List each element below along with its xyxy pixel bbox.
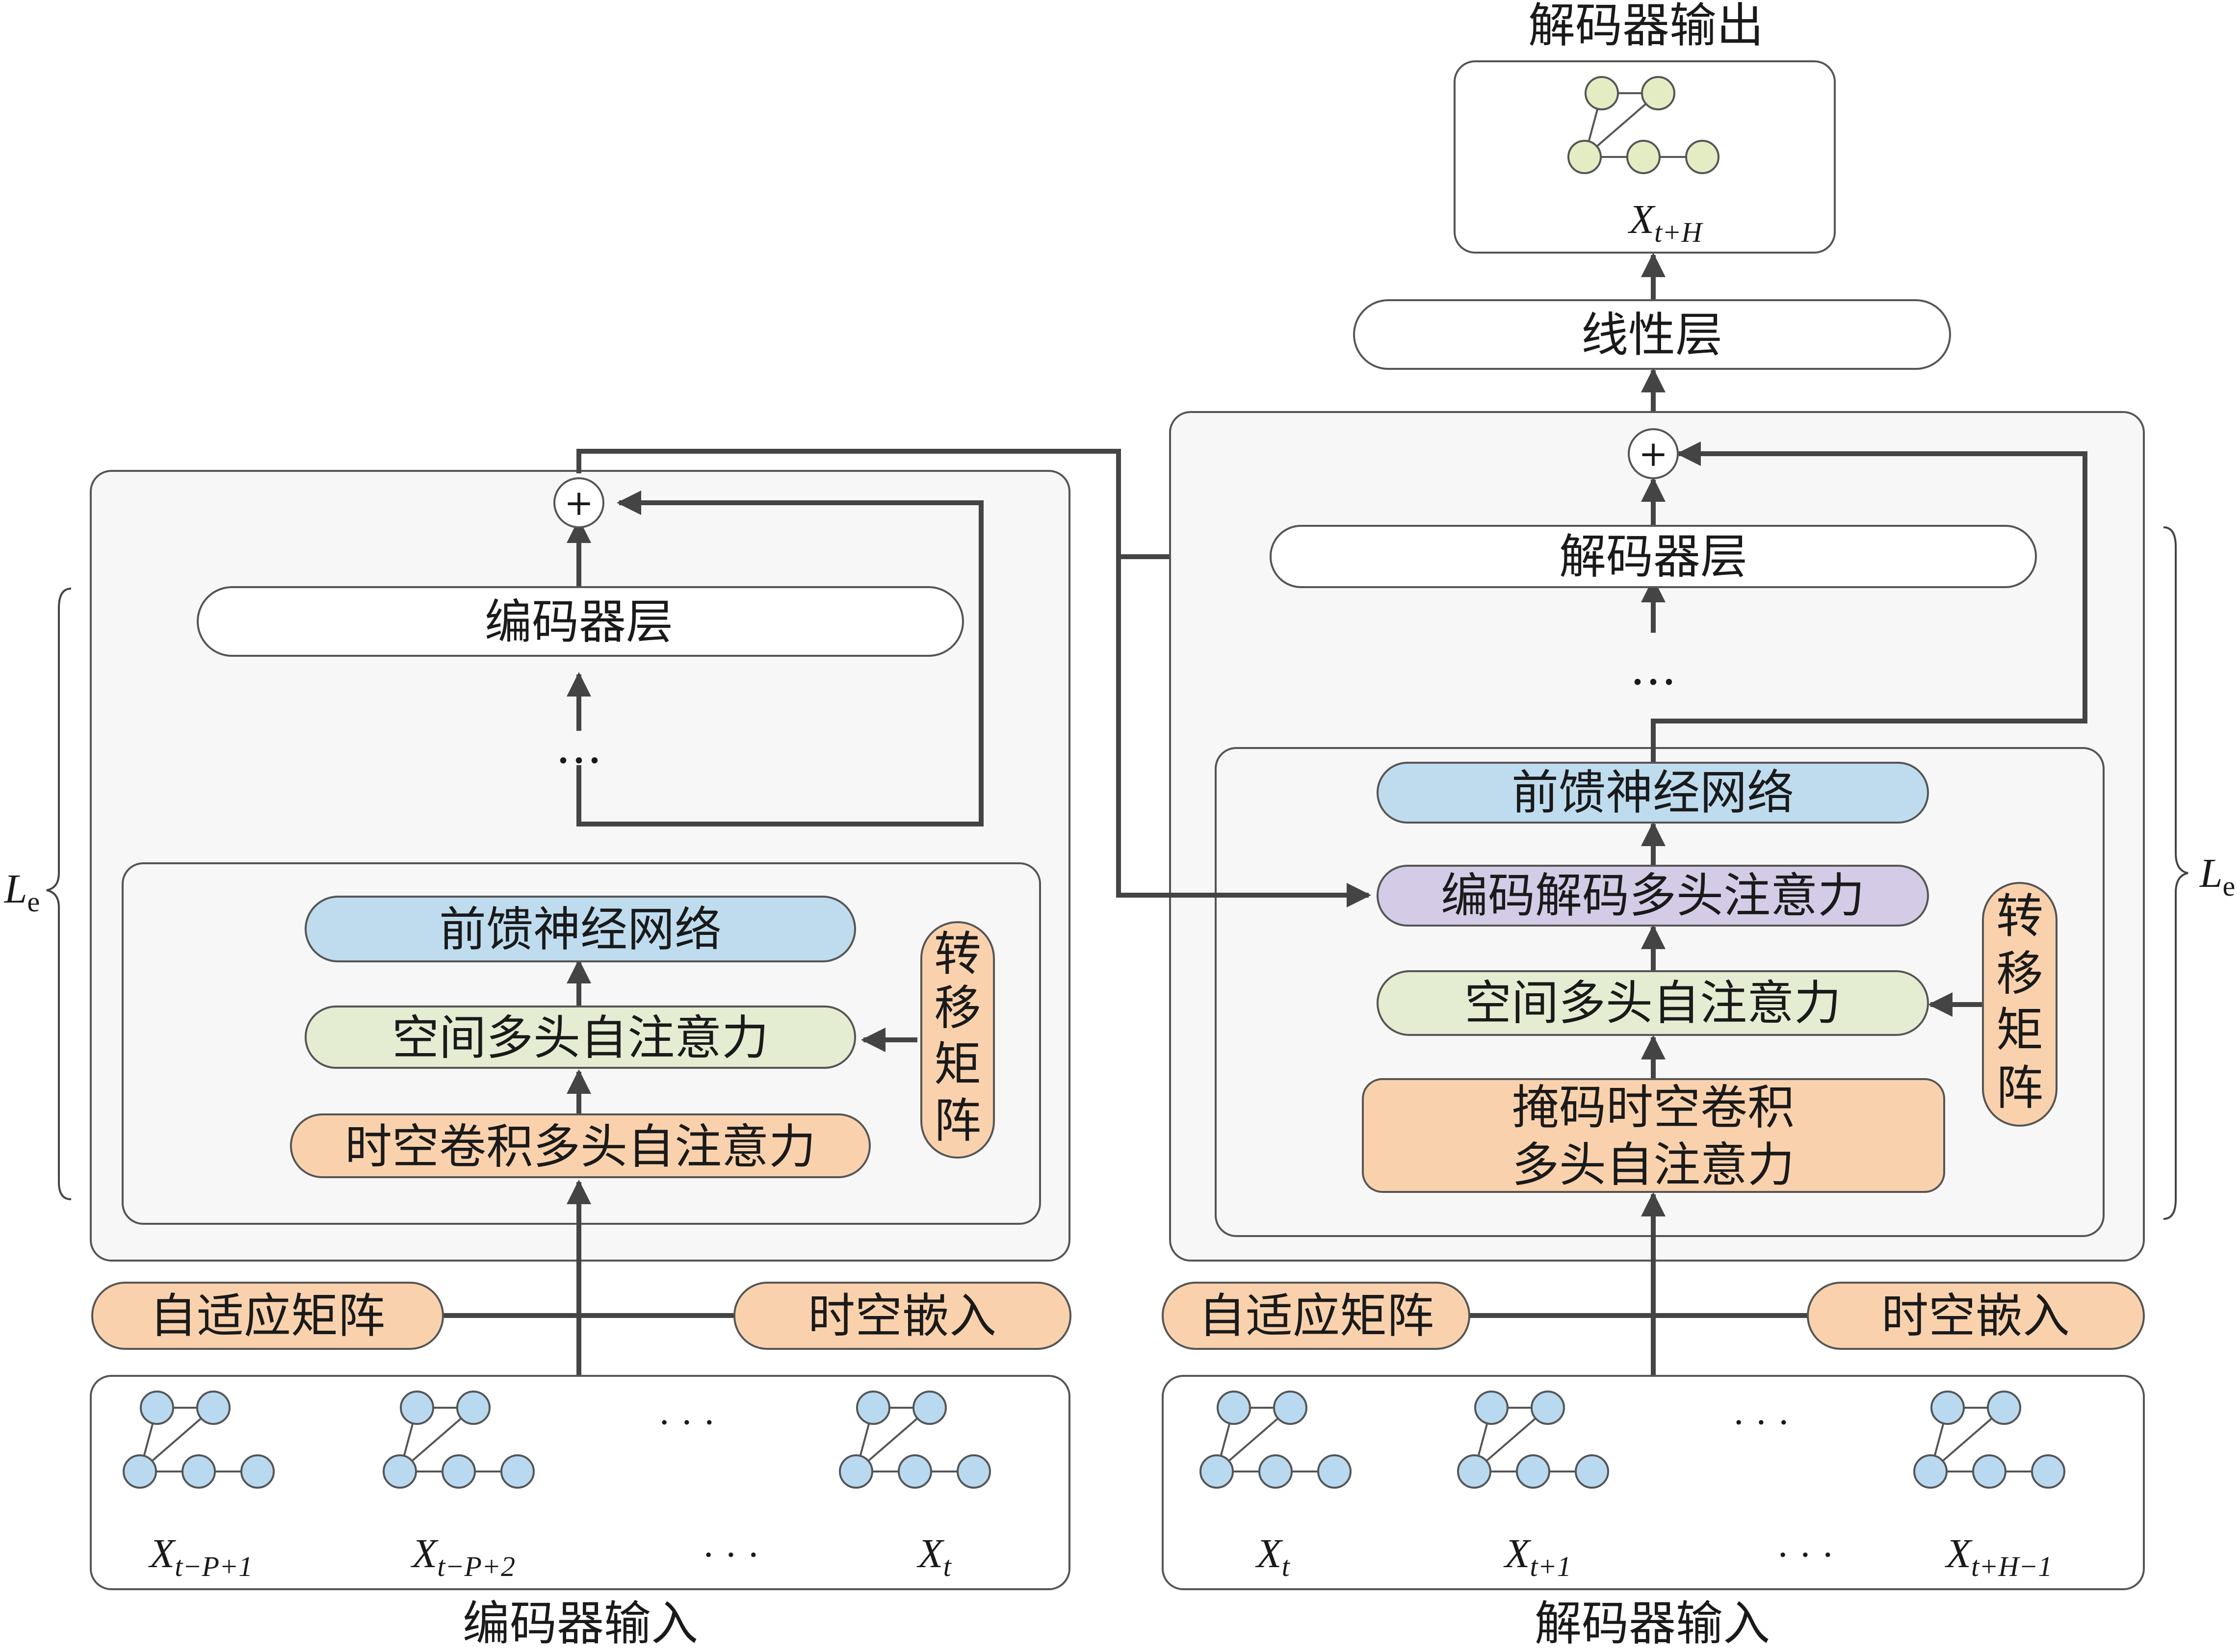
encoder-spatial-attn-label: 空间多头自注意力 bbox=[392, 1010, 769, 1065]
decoder-transfer-matrix-box bbox=[1982, 882, 2058, 1127]
encoder-graphs-ellipsis: · · · bbox=[659, 1402, 715, 1443]
decoder-input-var-1: Xt bbox=[1255, 1531, 1290, 1582]
decoder-transfer-char-4: 阵 bbox=[1996, 1060, 2043, 1115]
encoder-adaptive-matrix-box bbox=[91, 1282, 444, 1350]
encoder-input-var-2: Xt−P+2 bbox=[411, 1531, 515, 1582]
encoder-adaptive-matrix-label: 自适应矩阵 bbox=[150, 1289, 385, 1343]
decoder-ffn-box bbox=[1377, 762, 1929, 824]
decoder-output-title: 解码器输出 bbox=[1528, 0, 1764, 53]
decoder-linear-layer-label: 线性层 bbox=[1581, 308, 1722, 362]
decoder-brace-label: Le bbox=[2199, 851, 2235, 902]
encoder-residual-add bbox=[553, 477, 604, 528]
decoder-plus-sign: + bbox=[1639, 433, 1668, 474]
decoder-masked-attn-label-1: 掩码时空卷积 bbox=[1512, 1080, 1795, 1135]
encoder-vars-ellipsis: · · · bbox=[703, 1534, 759, 1575]
encoder-layer-box bbox=[197, 586, 964, 657]
decoder-cross-attn-box bbox=[1377, 865, 1929, 927]
encoder-spatial-attn-box bbox=[305, 1006, 856, 1069]
decoder-embedding-box bbox=[1807, 1282, 2145, 1350]
decoder-input-var-2: Xt+1 bbox=[1503, 1531, 1571, 1582]
encoder-transfer-char-2: 移 bbox=[934, 981, 981, 1035]
decoder: 解码器输出 Xt+H 线性层 + 解码器层 … 前馈神经网络 编 bbox=[1116, 0, 2235, 1651]
encoder-input-var-1: Xt−P+1 bbox=[148, 1531, 253, 1582]
encoder-transfer-char-1: 转 bbox=[934, 927, 981, 981]
encoder-temporal-attn-box bbox=[290, 1113, 871, 1178]
encoder-transfer-char-3: 矩 bbox=[934, 1037, 981, 1092]
encoder-brace-label: Le bbox=[4, 866, 40, 918]
decoder-graphs-ellipsis: · · · bbox=[1733, 1402, 1789, 1443]
encoder-embedding-label: 时空嵌入 bbox=[808, 1289, 996, 1343]
encoder: + 编码器层 … 前馈神经网络 空间多头自注意力 时空卷积多头自注意力 转 移 … bbox=[4, 449, 1258, 1651]
decoder-residual-add bbox=[1628, 428, 1679, 479]
decoder-layer-box bbox=[1270, 525, 2037, 588]
decoder-layer-label: 解码器层 bbox=[1559, 529, 1747, 584]
decoder-spatial-attn-box bbox=[1377, 970, 1929, 1036]
encoder-input-var-3: Xt bbox=[916, 1531, 952, 1582]
decoder-spatial-attn-label: 空间多头自注意力 bbox=[1464, 976, 1841, 1031]
encoder-layer-label: 编码器层 bbox=[485, 594, 673, 649]
encoder-transfer-matrix-box bbox=[920, 921, 995, 1159]
encoder-input-panel bbox=[90, 1375, 1070, 1590]
decoder-masked-attn-label-2: 多头自注意力 bbox=[1512, 1137, 1795, 1192]
decoder-masked-attn-box bbox=[1362, 1078, 1945, 1193]
encoder-temporal-attn-label: 时空卷积多头自注意力 bbox=[345, 1119, 816, 1174]
encoder-ellipsis: … bbox=[555, 719, 602, 774]
decoder-input-panel bbox=[1162, 1375, 2145, 1590]
decoder-transfer-char-3: 矩 bbox=[1996, 1003, 2043, 1058]
decoder-adaptive-matrix-label: 自适应矩阵 bbox=[1198, 1289, 1434, 1343]
decoder-embedding-label: 时空嵌入 bbox=[1881, 1289, 2070, 1343]
encoder-input-caption: 编码器输入 bbox=[463, 1596, 698, 1651]
decoder-adaptive-matrix-box bbox=[1162, 1282, 1470, 1350]
encoder-ffn-box bbox=[305, 896, 856, 962]
decoder-cross-attn-label: 编码解码多头注意力 bbox=[1441, 868, 1865, 923]
encoder-brace bbox=[46, 588, 72, 1200]
decoder-input-var-3: Xt+H−1 bbox=[1945, 1531, 2053, 1582]
encoder-transfer-char-4: 阵 bbox=[934, 1093, 981, 1148]
decoder-transfer-char-1: 转 bbox=[1996, 889, 2043, 944]
decoder-vars-ellipsis: · · · bbox=[1777, 1534, 1833, 1575]
decoder-transfer-char-2: 移 bbox=[1996, 946, 2043, 1001]
decoder-ellipsis: … bbox=[1630, 641, 1677, 696]
decoder-ffn-label: 前馈神经网络 bbox=[1511, 765, 1794, 820]
decoder-output-var: Xt+H bbox=[1628, 197, 1704, 248]
encoder-embedding-box bbox=[733, 1282, 1071, 1350]
encoder-plus-sign: + bbox=[564, 482, 594, 523]
decoder-input-caption: 解码器输入 bbox=[1535, 1596, 1770, 1651]
decoder-brace bbox=[2163, 526, 2188, 1220]
encoder-ffn-label: 前馈神经网络 bbox=[439, 902, 722, 957]
